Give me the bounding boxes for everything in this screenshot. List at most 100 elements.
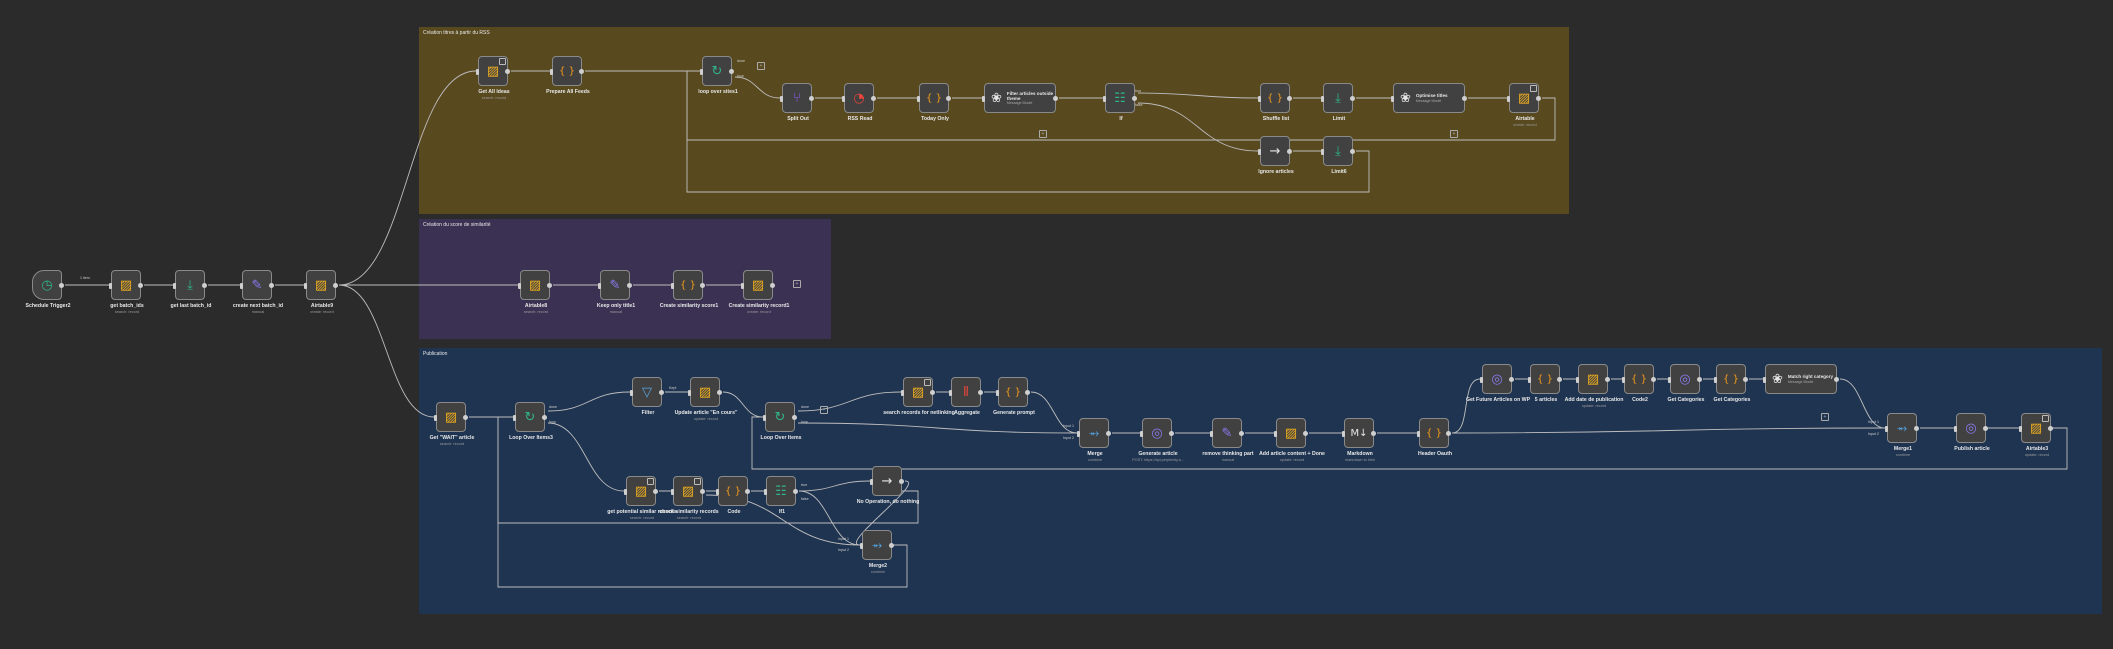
output-port[interactable]: [659, 390, 664, 395]
connection-line[interactable]: [1451, 378, 1481, 434]
node-no-operation[interactable]: →No Operation, do nothing: [857, 466, 919, 505]
output-port[interactable]: [1350, 96, 1355, 101]
input-port[interactable]: [870, 479, 873, 485]
output-port[interactable]: [579, 69, 584, 74]
node-rss-read[interactable]: ◔RSS Read: [842, 83, 876, 122]
input-port[interactable]: [109, 283, 112, 289]
input-port[interactable]: [1321, 149, 1324, 155]
output-port[interactable]: [1697, 377, 1702, 382]
node-loop-items[interactable]: ↻Loop Over Items: [761, 402, 801, 441]
input-port[interactable]: [1714, 377, 1717, 383]
node-code[interactable]: { }Code: [716, 476, 750, 515]
connection-line[interactable]: [751, 416, 2068, 470]
node-limit6[interactable]: ⤓Limit6: [1321, 136, 1355, 175]
output-port[interactable]: [1025, 390, 1030, 395]
connection-line[interactable]: [1137, 102, 1259, 152]
input-port[interactable]: [1210, 431, 1213, 437]
node-get-last-batch[interactable]: ⤓get last batch_id: [171, 270, 211, 309]
add-node-plus-icon[interactable]: +: [1821, 413, 1829, 421]
output-port[interactable]: [1446, 431, 1451, 436]
output-port[interactable]: [1287, 96, 1292, 101]
input-port[interactable]: [700, 69, 703, 75]
input-port[interactable]: [630, 390, 633, 396]
node-loop-feeds[interactable]: ↻loop over sites1: [698, 56, 738, 95]
connection-line[interactable]: [1137, 92, 1259, 99]
input-port[interactable]: [917, 96, 920, 102]
input-port[interactable]: [982, 96, 985, 102]
output-port[interactable]: [717, 390, 722, 395]
connection-line[interactable]: [547, 422, 625, 492]
output-port[interactable]: [1132, 96, 1137, 101]
input-port[interactable]: [1077, 431, 1080, 437]
output-port[interactable]: [202, 283, 207, 288]
add-node-plus-icon[interactable]: +: [793, 280, 801, 288]
output-port[interactable]: [1605, 377, 1610, 382]
connection-line[interactable]: [798, 480, 871, 492]
output-port[interactable]: [653, 489, 658, 494]
input-port[interactable]: [996, 390, 999, 396]
node-if-node[interactable]: ☷If: [1103, 83, 1137, 122]
node-split-out[interactable]: ⑂Split Out: [780, 83, 814, 122]
add-node-plus-icon[interactable]: +: [757, 62, 765, 70]
output-port[interactable]: [1914, 426, 1919, 431]
output-port[interactable]: [889, 543, 894, 548]
node-today-only[interactable]: { }Today Only: [917, 83, 951, 122]
input-port[interactable]: [434, 415, 437, 421]
output-port[interactable]: [1106, 431, 1111, 436]
input-port[interactable]: [671, 489, 674, 495]
output-port[interactable]: [1462, 96, 1467, 101]
node-code2[interactable]: { }Code2: [1622, 364, 1656, 403]
add-node-plus-icon[interactable]: +: [1450, 130, 1458, 138]
input-port[interactable]: [476, 69, 479, 75]
output-port[interactable]: [333, 283, 338, 288]
node-limit[interactable]: ⤓Limit: [1321, 83, 1355, 122]
add-node-plus-icon[interactable]: +: [820, 406, 828, 414]
input-port[interactable]: [550, 69, 553, 75]
input-port[interactable]: [1507, 96, 1510, 102]
output-port[interactable]: [978, 390, 983, 395]
output-port[interactable]: [1651, 377, 1656, 382]
input-port[interactable]: [1103, 96, 1106, 102]
input-port[interactable]: [1321, 96, 1324, 102]
input-port[interactable]: [1622, 377, 1625, 383]
output-port[interactable]: [542, 415, 547, 420]
node-shuffle-list[interactable]: { }Shuffle list: [1258, 83, 1292, 122]
node-filter[interactable]: ▽Filter: [630, 377, 664, 416]
output-port[interactable]: [770, 283, 775, 288]
connection-line[interactable]: [798, 490, 861, 546]
node-prepare-feeds[interactable]: { }Prepare All Feeds: [546, 56, 590, 95]
connection-line[interactable]: [338, 70, 477, 286]
input-port[interactable]: [1763, 377, 1766, 383]
connection-line[interactable]: [547, 391, 631, 412]
node-loop-items3[interactable]: ↻Loop Over Items3: [509, 402, 553, 441]
output-port[interactable]: [809, 96, 814, 101]
output-port[interactable]: [1287, 149, 1292, 154]
input-port[interactable]: [1342, 431, 1345, 437]
input-port[interactable]: [1258, 149, 1261, 155]
input-port[interactable]: [1140, 431, 1143, 437]
connection-line[interactable]: [797, 391, 902, 412]
output-port[interactable]: [1053, 96, 1058, 101]
node-get-future-articles[interactable]: ◎Get Future Articles on WP: [1466, 364, 1530, 403]
connection-line[interactable]: [1030, 391, 1078, 434]
connection-line[interactable]: [686, 71, 1370, 193]
node-publish-article[interactable]: ◎Publish article: [1954, 413, 1990, 452]
